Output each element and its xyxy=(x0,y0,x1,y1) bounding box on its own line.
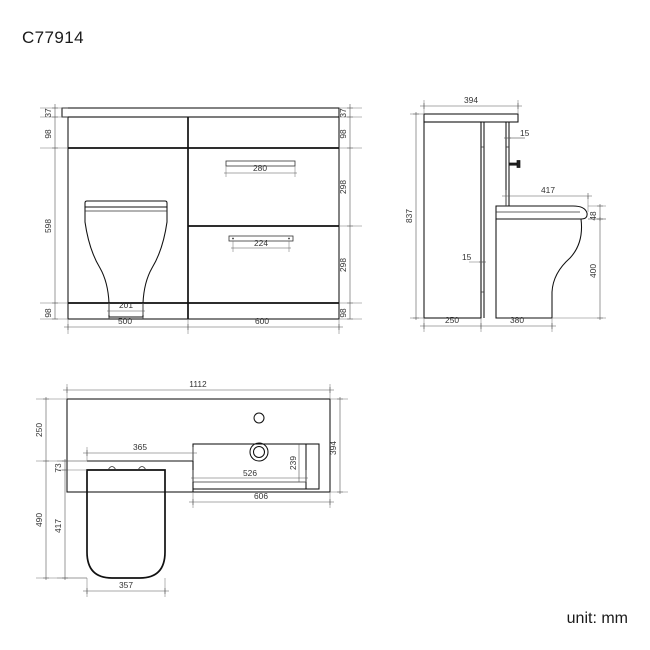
plan-waste-inner xyxy=(252,445,266,459)
dim-front-left-598: 598 xyxy=(43,219,53,233)
side-top-dimension: 394 xyxy=(420,95,522,114)
lower-handle-screw-right xyxy=(288,237,290,240)
side-panel-joints xyxy=(481,146,484,293)
front-toilet-foot xyxy=(108,317,144,319)
side-elevation-view: 394 837 15 15 417 xyxy=(404,95,606,332)
upper-handle-dimension: 280 xyxy=(224,163,297,177)
lower-handle-screw-left xyxy=(232,237,234,240)
dim-front-right-98-top: 98 xyxy=(338,129,348,139)
side-seat xyxy=(495,205,588,220)
plan-seat-dimension-chain: 73 417 xyxy=(53,459,87,580)
side-seat-thickness-dimension: 48 xyxy=(588,204,606,221)
plan-bowl-length-dimension: 526 xyxy=(191,468,308,482)
front-elevation-view: 37 98 598 98 37 98 298 298 98 xyxy=(40,104,362,334)
dim-plan-394: 394 xyxy=(328,441,338,455)
plan-view: 1112 250 490 73 417 365 xyxy=(34,379,348,597)
dim-front-left-98-bottom: 98 xyxy=(43,308,53,318)
side-bottom-dimension-chain: 250 380 xyxy=(420,315,556,332)
plan-left-dimension-chain: 250 490 xyxy=(34,397,87,580)
dim-front-left-98-top: 98 xyxy=(43,129,53,139)
dim-plan-365: 365 xyxy=(133,442,147,452)
plan-unit-width-dimension: 365 xyxy=(83,442,197,461)
page-title: C77914 xyxy=(22,28,84,47)
front-left-dimension-chain: 37 98 598 98 xyxy=(40,104,68,320)
plan-seat-hinge-right xyxy=(137,466,147,471)
flush-fitting-head xyxy=(516,160,521,168)
dim-front-right-98-bottom: 98 xyxy=(338,308,348,318)
side-pan-height-dimension: 400 xyxy=(552,217,606,320)
side-projection-dimension: 417 xyxy=(502,185,592,212)
dim-plan-490: 490 xyxy=(34,513,44,527)
plan-seat-width-dimension: 357 xyxy=(83,578,169,597)
lower-handle-dimension: 224 xyxy=(231,238,291,252)
dim-front-right-37: 37 xyxy=(338,108,348,118)
dim-side-837: 837 xyxy=(404,209,414,223)
side-worktop xyxy=(423,113,519,123)
unit-note: unit: mm xyxy=(566,610,628,627)
dim-handle-224: 224 xyxy=(254,238,268,248)
dim-plan-239: 239 xyxy=(288,456,298,470)
dim-front-bottom-600: 600 xyxy=(255,316,269,326)
dim-plan-526: 526 xyxy=(243,468,257,478)
front-cistern-top xyxy=(84,200,168,208)
plan-toilet-seat xyxy=(86,469,166,579)
plan-waste-outer xyxy=(249,442,269,462)
plan-basin-depth-dimension: 394 xyxy=(328,397,348,494)
dim-front-right-298-upper: 298 xyxy=(338,180,348,194)
dim-toilet-base-201: 201 xyxy=(119,300,133,310)
front-worktop xyxy=(61,107,340,118)
side-height-dimension: 837 xyxy=(404,112,424,320)
dim-plan-1112: 1112 xyxy=(189,379,207,389)
plan-basin-length-dimension: 606 xyxy=(189,491,334,508)
side-pan-body xyxy=(495,218,583,319)
plan-tap-hole xyxy=(253,412,265,424)
dim-side-15-upper: 15 xyxy=(520,128,530,138)
side-carcass xyxy=(423,121,482,319)
plan-worktop xyxy=(66,398,331,493)
plan-overall-length-dimension: 1112 xyxy=(63,379,334,399)
side-upper-thickness-dimension: 15 xyxy=(504,128,530,139)
dim-front-right-298-lower: 298 xyxy=(338,258,348,272)
plan-seat-hinge-left xyxy=(107,466,117,471)
upper-drawer-handle xyxy=(225,160,296,167)
plan-bowl-width-dimension: 239 xyxy=(288,444,300,482)
dim-plan-606: 606 xyxy=(254,491,268,501)
front-toilet-base-dimension: 201 xyxy=(107,300,145,315)
dim-plan-73: 73 xyxy=(53,463,63,473)
dim-plan-357: 357 xyxy=(119,580,133,590)
dim-side-48: 48 xyxy=(588,211,598,221)
dim-side-394: 394 xyxy=(464,95,478,105)
dim-plan-250: 250 xyxy=(34,423,44,437)
dim-front-left-37: 37 xyxy=(43,108,53,118)
dim-side-380: 380 xyxy=(510,315,524,325)
front-carcass xyxy=(67,116,340,304)
front-right-dimension-chain: 37 98 298 298 98 xyxy=(338,104,362,320)
dim-side-400: 400 xyxy=(588,264,598,278)
dim-side-15-lower: 15 xyxy=(462,252,472,262)
flush-fitting-stem xyxy=(508,162,518,166)
front-bottom-dimension-chain: 500 600 xyxy=(64,316,343,334)
dim-plan-417: 417 xyxy=(53,519,63,533)
side-lower-thickness-dimension: 15 xyxy=(462,252,486,263)
dim-side-417: 417 xyxy=(541,185,555,195)
lower-drawer-handle xyxy=(228,235,294,242)
dim-handle-280: 280 xyxy=(253,163,267,173)
dim-side-250: 250 xyxy=(445,315,459,325)
dim-front-bottom-500: 500 xyxy=(118,316,132,326)
